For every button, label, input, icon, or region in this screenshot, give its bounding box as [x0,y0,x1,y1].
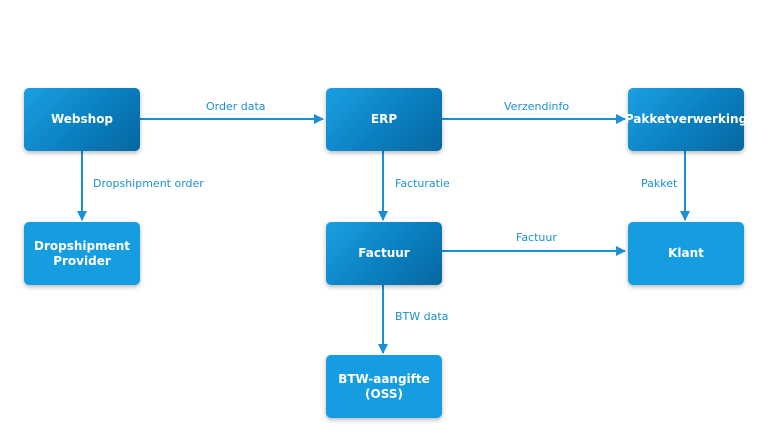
edge-label-pakket: Pakket [641,177,678,190]
node-dropshipment-provider: Dropshipment Provider [24,222,140,285]
node-btw-aangifte-label: BTW-aangifte (OSS) [338,371,430,401]
node-factuur: Factuur [326,222,442,285]
edge-label-factuur: Factuur [516,231,557,244]
node-klant: Klant [628,222,744,285]
edge-label-btw-data: BTW data [395,310,449,323]
node-erp: ERP [326,88,442,151]
node-webshop-label: Webshop [50,112,114,126]
edge-label-order-data: Order data [206,100,266,113]
node-btw-aangifte: BTW-aangifte (OSS) [326,355,442,418]
node-dropshipment-provider-label: Dropshipment Provider [33,238,131,268]
node-erp-label: ERP [370,112,398,126]
edge-label-verzendinfo: Verzendinfo [504,100,570,113]
edge-label-dropshipment-order: Dropshipment order [93,177,204,190]
node-webshop: Webshop [24,88,140,151]
edge-label-facturatie: Facturatie [395,177,450,190]
node-factuur-label: Factuur [358,246,410,260]
node-pakketverwerking: Pakketverwerking [624,88,748,151]
node-klant-label: Klant [668,246,704,260]
node-pakketverwerking-label: Pakketverwerking [624,112,748,126]
